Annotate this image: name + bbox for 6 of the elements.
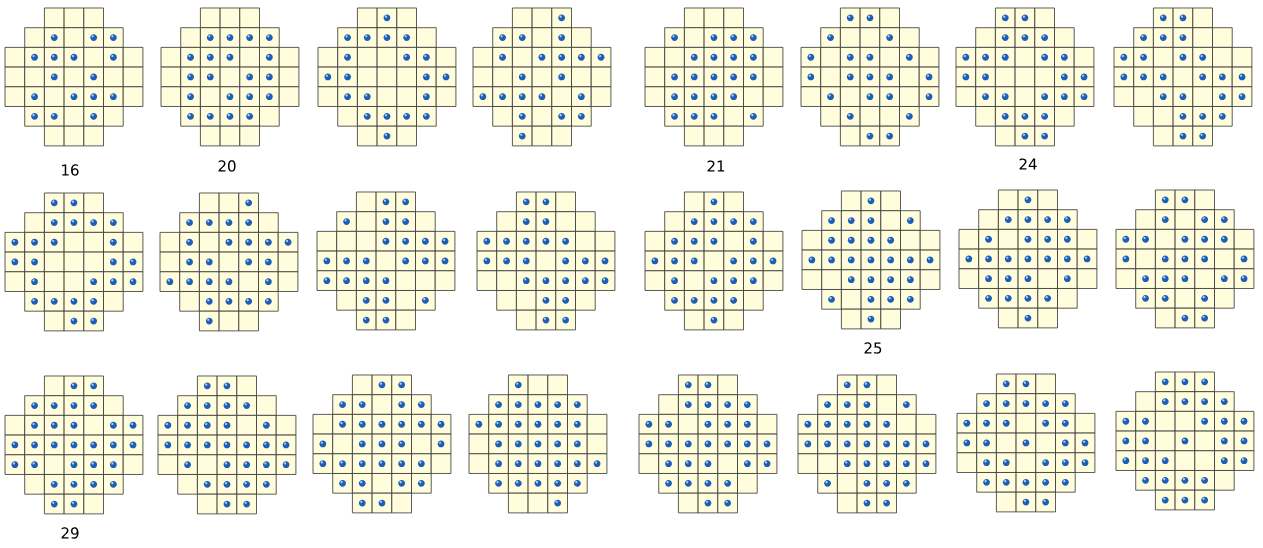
count-label: 21 [707, 160, 725, 172]
count-label: 16 [62, 164, 79, 176]
count-label: 25 [864, 342, 882, 354]
count-label: 29 [61, 527, 79, 539]
count-label: 20 [218, 160, 236, 172]
count-label: 24 [1019, 158, 1037, 170]
